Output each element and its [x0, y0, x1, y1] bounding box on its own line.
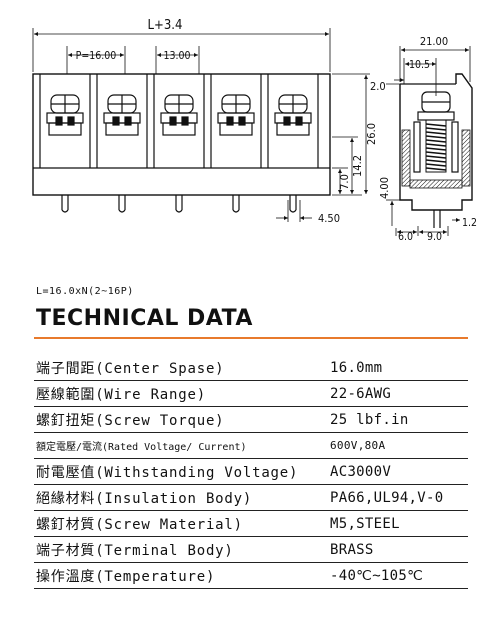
table-row: 額定電壓/電流(Rated Voltage/ Current) 600V,80A: [34, 432, 468, 459]
section-title: TECHNICAL DATA: [36, 306, 253, 331]
spec-label: 絕緣材料(Insulation Body): [34, 484, 328, 511]
terminal-cell: [267, 74, 319, 213]
dim-inner-width: 10.5: [409, 59, 430, 71]
length-formula: L=16.0xN(2~16P): [36, 286, 134, 297]
table-row: 螺釘材質(Screw Material) M5,STEEL: [34, 510, 468, 537]
dim-side-pin-height: 4.00: [378, 177, 391, 199]
dim-body-height: 14.2: [351, 155, 364, 177]
dim-spacing: 13.00: [163, 50, 190, 62]
spec-value: 16.0mm: [328, 355, 468, 381]
spec-label: 端子材質(Terminal Body): [34, 536, 328, 563]
side-view: [386, 46, 473, 236]
spec-label: 操作溫度(Temperature): [34, 562, 328, 589]
table-row: 耐電壓值(Withstanding Voltage) AC3000V: [34, 458, 468, 485]
spec-value: -40℃~105℃: [328, 562, 468, 589]
technical-drawing: L+3.4 P=16.00 13.00 4.50 26.0 14.2 7.0: [32, 18, 477, 240]
dim-pin-thickness: 1.2: [462, 217, 477, 229]
dim-pitch: P=16.00: [76, 50, 117, 62]
spec-value: M5,STEEL: [328, 510, 468, 537]
title-underline: [34, 337, 468, 339]
front-view: [32, 28, 370, 222]
terminal-cell: [210, 74, 262, 213]
spec-label: 壓線範圍(Wire Range): [34, 380, 328, 407]
table-row: 絕緣材料(Insulation Body) PA66,UL94,V-0: [34, 484, 468, 511]
table-row: 螺釘扭矩(Screw Torque) 25 lbf.in: [34, 406, 468, 433]
spec-label: 螺釘材質(Screw Material): [34, 510, 328, 537]
terminal-cell: [39, 74, 91, 213]
spec-value: 22-6AWG: [328, 380, 468, 407]
spec-label: 螺釘扭矩(Screw Torque): [34, 406, 328, 433]
terminal-cell: [153, 74, 205, 213]
terminal-cell: [96, 74, 148, 213]
dim-overall-length: L+3.4: [148, 18, 183, 33]
dim-bottom-left: 6.0: [398, 231, 413, 240]
table-row: 壓線範圍(Wire Range) 22-6AWG: [34, 380, 468, 407]
dim-bottom-mid: 9.0: [427, 231, 442, 240]
dim-pin-height: 7.0: [338, 174, 351, 190]
table-row: 操作溫度(Temperature) -40℃~105℃: [34, 562, 468, 589]
table-row: 端子材質(Terminal Body) BRASS: [34, 536, 468, 563]
spec-label: 耐電壓值(Withstanding Voltage): [34, 458, 328, 485]
spec-value: PA66,UL94,V-0: [328, 484, 468, 511]
spec-value: 25 lbf.in: [328, 406, 468, 433]
dim-pin-offset: 4.50: [318, 212, 340, 225]
dim-height: 26.0: [365, 123, 378, 145]
spec-table: 端子間距(Center Spase) 16.0mm 壓線範圍(Wire Rang…: [34, 355, 468, 589]
spec-value: BRASS: [328, 536, 468, 563]
table-row: 端子間距(Center Spase) 16.0mm: [34, 355, 468, 381]
spec-label: 端子間距(Center Spase): [34, 355, 328, 381]
spec-value: AC3000V: [328, 458, 468, 485]
dim-top-offset: 2.0: [370, 80, 386, 93]
spec-label: 額定電壓/電流(Rated Voltage/ Current): [34, 432, 328, 459]
dim-depth: 21.00: [420, 35, 448, 48]
spec-value: 600V,80A: [328, 432, 468, 459]
